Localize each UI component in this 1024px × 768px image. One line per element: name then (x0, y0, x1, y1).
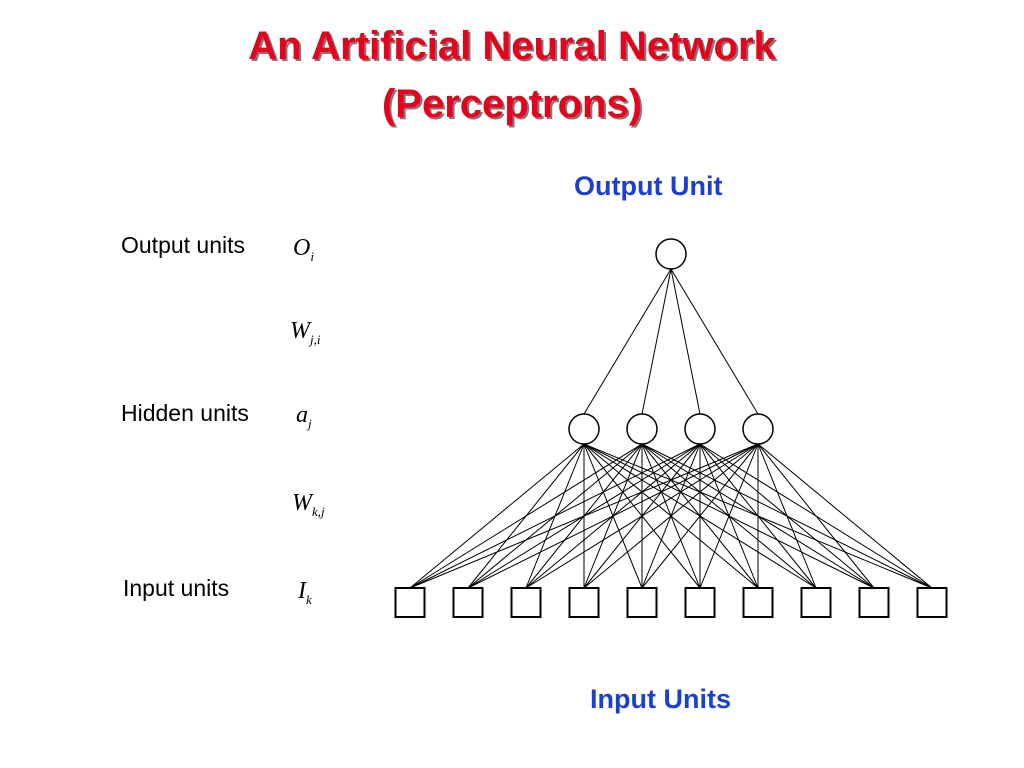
connection-input-9-hidden-1 (583, 443, 875, 589)
symbol-weight-wkj-base: W (292, 490, 312, 516)
symbol-output-base: O (293, 235, 311, 261)
connection-input-6-hidden-1 (583, 443, 701, 589)
legend-input-units: Input units (123, 575, 230, 601)
input-node-7 (742, 587, 774, 618)
connection-input-10-hidden-2 (641, 443, 933, 589)
slide-title-line-1: An Artificial Neural Network (248, 24, 776, 68)
hidden-node-3 (684, 413, 716, 445)
input-node-4 (568, 587, 600, 618)
input-node-6 (684, 587, 716, 618)
symbol-weight-wkj-sub: k,j (312, 504, 325, 519)
symbol-input-sub: k (306, 592, 312, 607)
connection-input-7-hidden-1 (583, 443, 759, 589)
input-node-2 (452, 587, 484, 618)
symbol-hidden-base: a (296, 402, 308, 428)
connection-input-3-hidden-1 (525, 443, 585, 589)
connection-input-5-hidden-1 (583, 443, 643, 589)
connection-hidden-3-output (670, 268, 701, 415)
symbol-weight-wkj: Wk,j (292, 490, 325, 520)
hidden-node-4 (742, 413, 774, 445)
input-units-label: Input Units (590, 684, 731, 714)
symbol-input-base: I (298, 578, 306, 604)
legend-output-units: Output units (121, 232, 246, 258)
connection-hidden-4-output (670, 268, 759, 415)
output-unit-label: Output Unit (574, 171, 723, 201)
connection-input-8-hidden-1 (583, 443, 817, 589)
input-node-3 (510, 587, 542, 618)
input-node-8 (800, 587, 832, 618)
input-node-5 (626, 587, 658, 618)
symbol-weight-wji-sub: j,i (310, 332, 321, 347)
slide-title-line-2: (Perceptrons) (381, 82, 643, 126)
input-node-10 (916, 587, 948, 618)
symbol-hidden-aj: aj (296, 402, 312, 432)
output-node (655, 238, 687, 270)
symbol-weight-wji: Wj,i (290, 318, 320, 348)
connection-input-2-hidden-1 (467, 443, 585, 589)
symbol-output-oi: Oi (293, 235, 314, 265)
connection-hidden-1-output (583, 268, 672, 415)
connection-input-1-hidden-1 (409, 443, 585, 589)
symbol-hidden-sub: j (308, 416, 312, 431)
input-node-1 (394, 587, 426, 618)
symbol-weight-wji-base: W (290, 318, 310, 344)
connection-input-10-hidden-1 (583, 443, 933, 589)
connection-input-10-hidden-4 (757, 443, 933, 589)
input-hidden-connections (409, 443, 933, 589)
symbol-output-sub: i (310, 249, 314, 264)
input-node-9 (858, 587, 890, 618)
legend-hidden-units: Hidden units (121, 400, 249, 426)
connection-hidden-2-output (641, 268, 672, 415)
hidden-node-1 (568, 413, 600, 445)
connection-input-10-hidden-3 (699, 443, 933, 589)
hidden-output-connections (583, 268, 759, 415)
hidden-node-2 (626, 413, 658, 445)
network-nodes (394, 238, 948, 618)
symbol-input-ik: Ik (298, 578, 312, 608)
